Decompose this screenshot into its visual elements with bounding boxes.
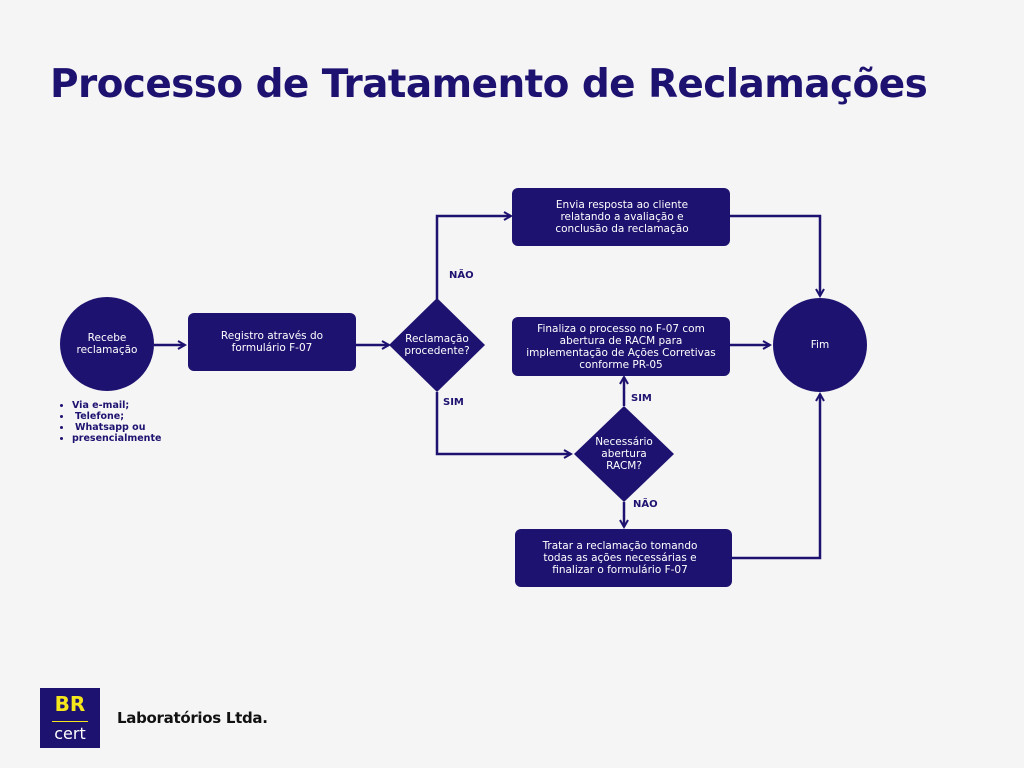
finalize-racm-label: Finaliza o processo no F-07 com abertura… bbox=[526, 322, 716, 371]
send-response-label: Envia resposta ao cliente relatando a av… bbox=[555, 199, 689, 235]
edge-label-racm-no: NÃO bbox=[633, 499, 658, 510]
end-node-label: Fim bbox=[810, 339, 830, 351]
edge-label-racm-yes: SIM bbox=[631, 393, 652, 404]
connector-decision-no-to-response bbox=[435, 216, 511, 299]
send-response-node bbox=[512, 188, 730, 246]
channel-item: Via e-mail; bbox=[57, 400, 161, 411]
channel-item: presencialmente bbox=[57, 433, 161, 444]
edge-label-procedent-no: NÃO bbox=[449, 270, 474, 281]
decision-procedent-label: Reclamação procedente? bbox=[404, 333, 470, 357]
brcert-logo: BR cert bbox=[40, 688, 100, 748]
register-node-label: Registro através do formulário F-07 bbox=[220, 330, 324, 354]
decision-racm-node bbox=[574, 406, 674, 502]
decision-racm-label: Necessário abertura RACM? bbox=[595, 436, 653, 472]
decision-procedent-node bbox=[389, 298, 485, 392]
logo-bottom-text: cert bbox=[54, 724, 86, 743]
treat-complaint-node bbox=[515, 529, 732, 587]
channel-item: Whatsapp ou bbox=[57, 422, 161, 433]
logo-top-text: BR bbox=[54, 692, 86, 716]
start-node bbox=[60, 297, 154, 391]
channels-list: Via e-mail; Telefone; Whatsapp ou presen… bbox=[57, 400, 161, 444]
connector-decision-yes-to-racm-decision bbox=[435, 392, 571, 454]
connector-response-to-end bbox=[730, 214, 820, 296]
register-node bbox=[188, 313, 356, 371]
edge-label-procedent-yes: SIM bbox=[443, 397, 464, 408]
finalize-racm-node bbox=[512, 317, 730, 376]
start-node-label: Recebe reclamação bbox=[76, 332, 138, 356]
page-title: Processo de Tratamento de Reclamações bbox=[50, 62, 928, 107]
treat-complaint-label: Tratar a reclamação tomando todas as açõ… bbox=[542, 540, 698, 576]
logo-divider bbox=[52, 721, 88, 722]
connector-treat-to-end bbox=[732, 394, 820, 560]
end-node bbox=[773, 298, 867, 392]
company-name: Laboratórios Ltda. bbox=[117, 709, 268, 727]
channel-item: Telefone; bbox=[57, 411, 161, 422]
